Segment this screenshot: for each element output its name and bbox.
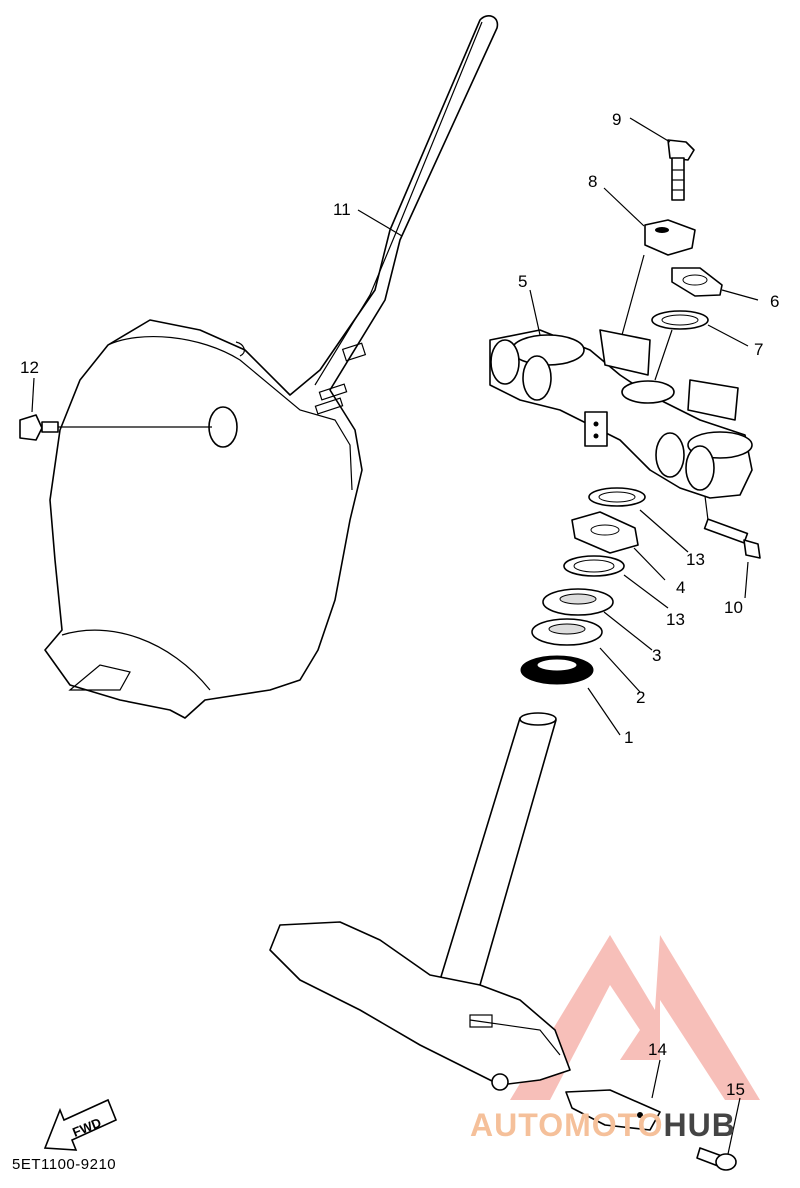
callout-13-upper: 13 bbox=[686, 550, 705, 569]
upper-bracket bbox=[489, 329, 753, 499]
callout-13-lower: 13 bbox=[666, 610, 685, 629]
steering-stem bbox=[269, 712, 571, 1091]
callout-3: 3 bbox=[652, 646, 662, 665]
callout-14: 14 bbox=[648, 1040, 667, 1059]
leader-lines bbox=[31, 117, 759, 1155]
callout-8: 8 bbox=[588, 172, 598, 191]
bolt-10 bbox=[703, 495, 761, 559]
callout-15: 15 bbox=[726, 1080, 745, 1099]
bearing-stack bbox=[520, 487, 646, 685]
watermark-part1: AUTOMOTO bbox=[470, 1107, 664, 1143]
watermark-part2: HUB bbox=[663, 1107, 736, 1143]
callout-5: 5 bbox=[518, 272, 528, 291]
guide-14 bbox=[565, 1089, 661, 1131]
callout-1: 1 bbox=[624, 728, 634, 747]
diagram-code: 5ET1100-9210 bbox=[12, 1156, 117, 1173]
callout-10: 10 bbox=[724, 598, 743, 617]
watermark-logo bbox=[510, 935, 760, 1100]
top-hardware bbox=[621, 139, 723, 381]
watermark-text: AUTOMOTOHUB bbox=[470, 1107, 736, 1144]
callout-4: 4 bbox=[676, 578, 686, 597]
fwd-arrow-icon: FWD bbox=[43, 1098, 118, 1151]
callout-7: 7 bbox=[754, 340, 764, 359]
callout-12: 12 bbox=[20, 358, 39, 377]
callout-6: 6 bbox=[770, 292, 780, 311]
callout-2: 2 bbox=[636, 688, 646, 707]
bolt-12 bbox=[19, 414, 212, 441]
bolt-15 bbox=[696, 1147, 737, 1171]
number-plate bbox=[44, 15, 499, 719]
callout-11: 11 bbox=[333, 200, 351, 219]
callout-9: 9 bbox=[612, 110, 622, 129]
